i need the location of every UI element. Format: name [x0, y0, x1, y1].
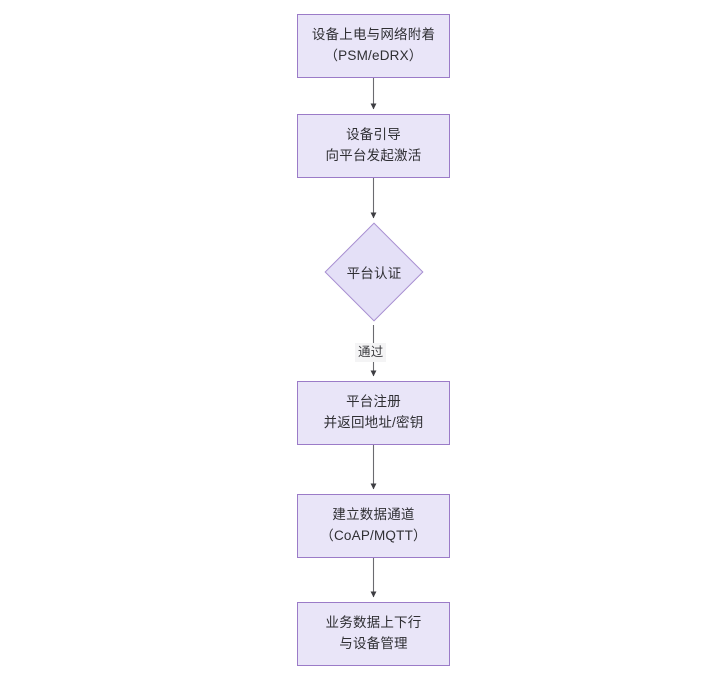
node-label-line: （PSM/eDRX）	[324, 48, 423, 63]
node-establish-data-channel[interactable]: 建立数据通道 （CoAP/MQTT）	[297, 494, 450, 558]
node-device-power-on[interactable]: 设备上电与网络附着 （PSM/eDRX）	[297, 14, 450, 78]
node-label-line: 设备引导	[346, 127, 401, 143]
node-business-data-and-device-management[interactable]: 业务数据上下行 与设备管理	[297, 602, 450, 666]
node-label-line: 与设备管理	[339, 636, 408, 651]
edge-label-pass: 通过	[355, 343, 387, 362]
node-label-line: 并返回地址/密钥	[323, 415, 424, 430]
node-label-line: 平台注册	[346, 394, 401, 410]
node-device-bootstrap[interactable]: 设备引导 向平台发起激活	[297, 114, 450, 178]
node-label-line: 向平台发起激活	[325, 148, 422, 163]
node-label-line: 平台认证	[346, 266, 402, 281]
node-label-line: （CoAP/MQTT）	[320, 528, 427, 543]
node-label-line: 业务数据上下行	[325, 615, 422, 631]
node-platform-registration[interactable]: 平台注册 并返回地址/密钥	[297, 381, 450, 445]
node-label-line: 建立数据通道	[332, 507, 415, 523]
node-label-line: 设备上电与网络附着	[311, 27, 436, 43]
